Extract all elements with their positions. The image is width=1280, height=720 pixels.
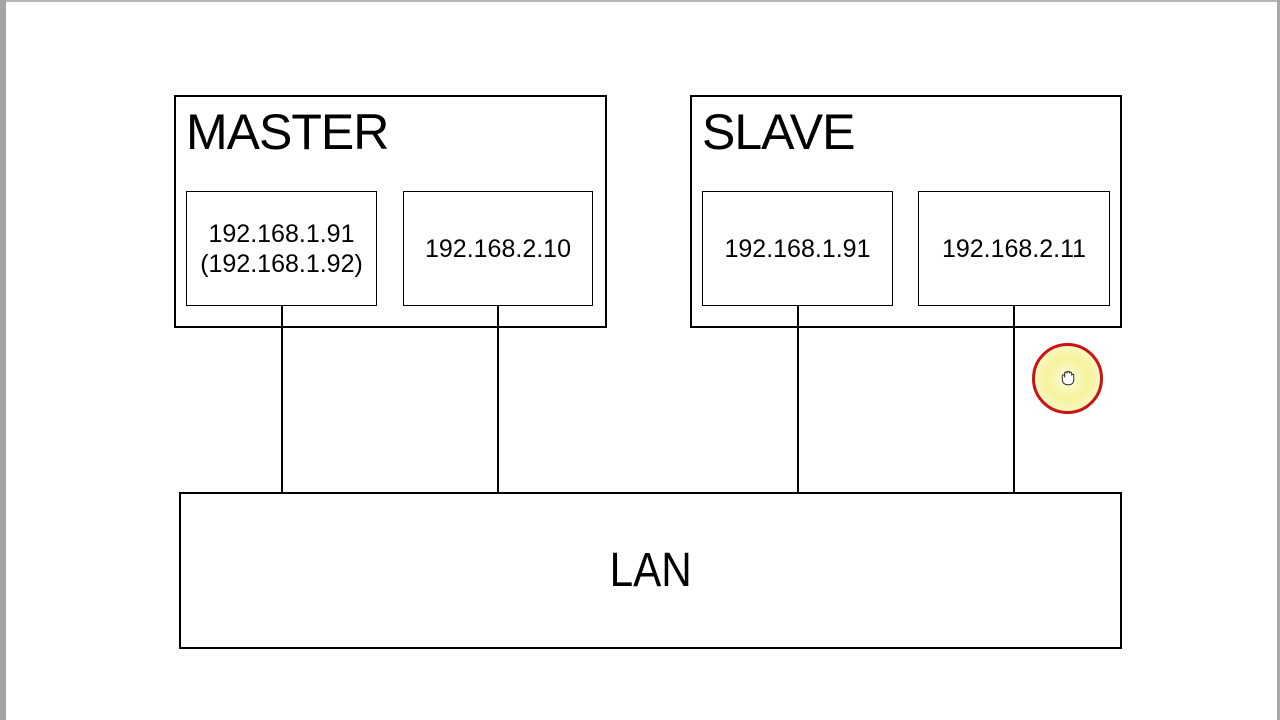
slave-interface-box-1: 192.168.1.91 — [702, 191, 893, 306]
frame-left-edge — [0, 0, 6, 720]
connection-line-master-2-lan — [497, 306, 499, 493]
master-interface-box-2: 192.168.2.10 — [403, 191, 593, 306]
lan-title: LAN — [609, 544, 692, 597]
connection-line-slave-2-lan — [1013, 306, 1015, 493]
slave-node: SLAVE 192.168.1.91 192.168.2.11 — [690, 95, 1122, 328]
master-interface-1-ip-alias: (192.168.1.92) — [200, 249, 363, 278]
connection-line-slave-1-lan — [797, 306, 799, 493]
slave-interface-1-ip: 192.168.1.91 — [724, 234, 871, 263]
master-interface-2-ip: 192.168.2.10 — [425, 234, 571, 263]
open-hand-cursor-icon — [1061, 370, 1074, 385]
frame-top-edge — [0, 0, 1280, 2]
connection-line-master-1-lan — [281, 306, 283, 493]
master-node: MASTER 192.168.1.91 (192.168.1.92) 192.1… — [174, 95, 607, 328]
master-interface-box-1: 192.168.1.91 (192.168.1.92) — [186, 191, 377, 306]
frame-right-edge — [1277, 0, 1280, 720]
master-interface-1-ip: 192.168.1.91 — [208, 219, 355, 248]
master-title: MASTER — [186, 104, 389, 160]
lan-node: LAN — [179, 492, 1122, 649]
slave-title: SLAVE — [702, 104, 855, 160]
cursor-highlight-circle — [1032, 343, 1103, 414]
slave-interface-2-ip: 192.168.2.11 — [941, 234, 1087, 263]
slave-interface-box-2: 192.168.2.11 — [918, 191, 1110, 306]
